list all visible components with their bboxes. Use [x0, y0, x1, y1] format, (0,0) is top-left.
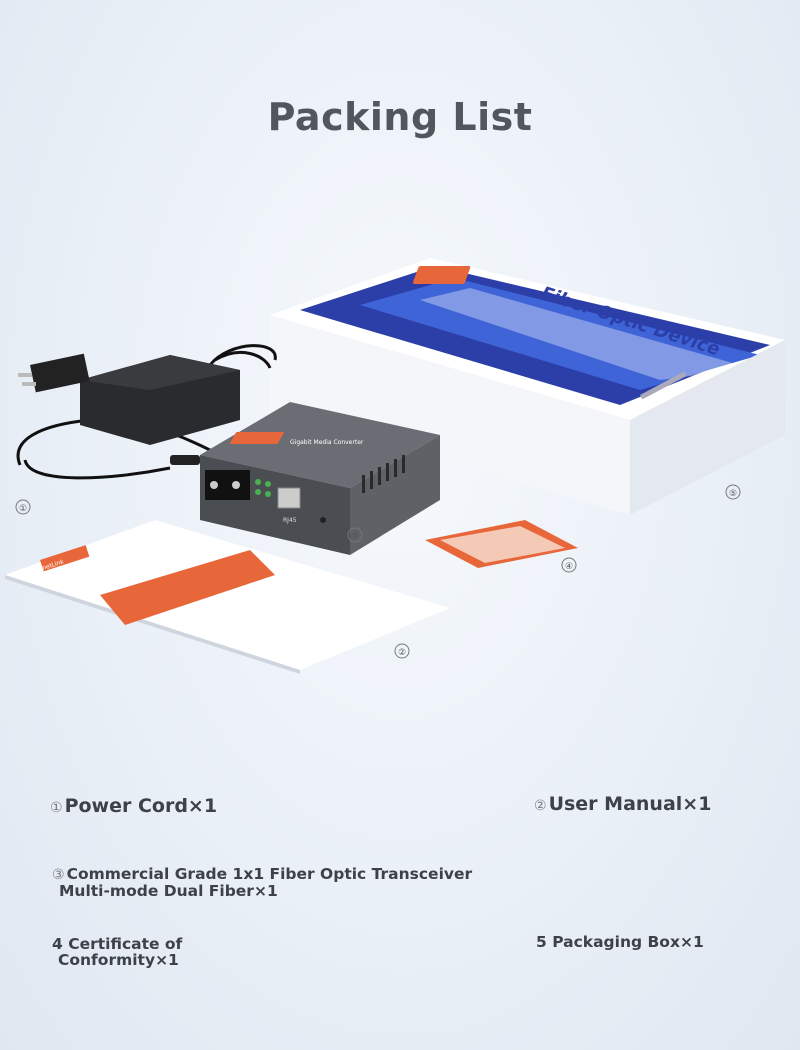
callout-1: ① [19, 504, 27, 514]
device-title: Gigabit Media Converter [290, 439, 364, 446]
callout-2: ② [398, 648, 406, 658]
user-manual: netLink ② [5, 520, 450, 674]
item-packaging-box: 5 Packaging Box×1 [536, 933, 704, 951]
callout-3: ③ [351, 532, 359, 542]
item-number: ③ [52, 867, 65, 883]
media-converter: Gigabit Media Converter RJ45 ③ [200, 402, 440, 555]
port-label: RJ45 [283, 517, 297, 524]
callout-5: ⑤ [729, 489, 737, 499]
packaging-box: Fiber Optic Device ⑤ [270, 258, 785, 515]
power-adapter: ① [15, 344, 277, 515]
product-scene: Fiber Optic Device ⑤ ① Gigabit Media Con… [5, 258, 785, 674]
item-certificate: 4 Certificate of Conformity×1 [52, 935, 183, 970]
certificate: ④ [425, 520, 578, 573]
item-number: 4 [52, 935, 63, 953]
item-number: ② [534, 798, 547, 814]
item-number: ① [50, 800, 63, 816]
callout-4: ④ [565, 562, 573, 572]
page-title: Packing List [267, 95, 533, 139]
item-number: 5 [536, 933, 547, 951]
